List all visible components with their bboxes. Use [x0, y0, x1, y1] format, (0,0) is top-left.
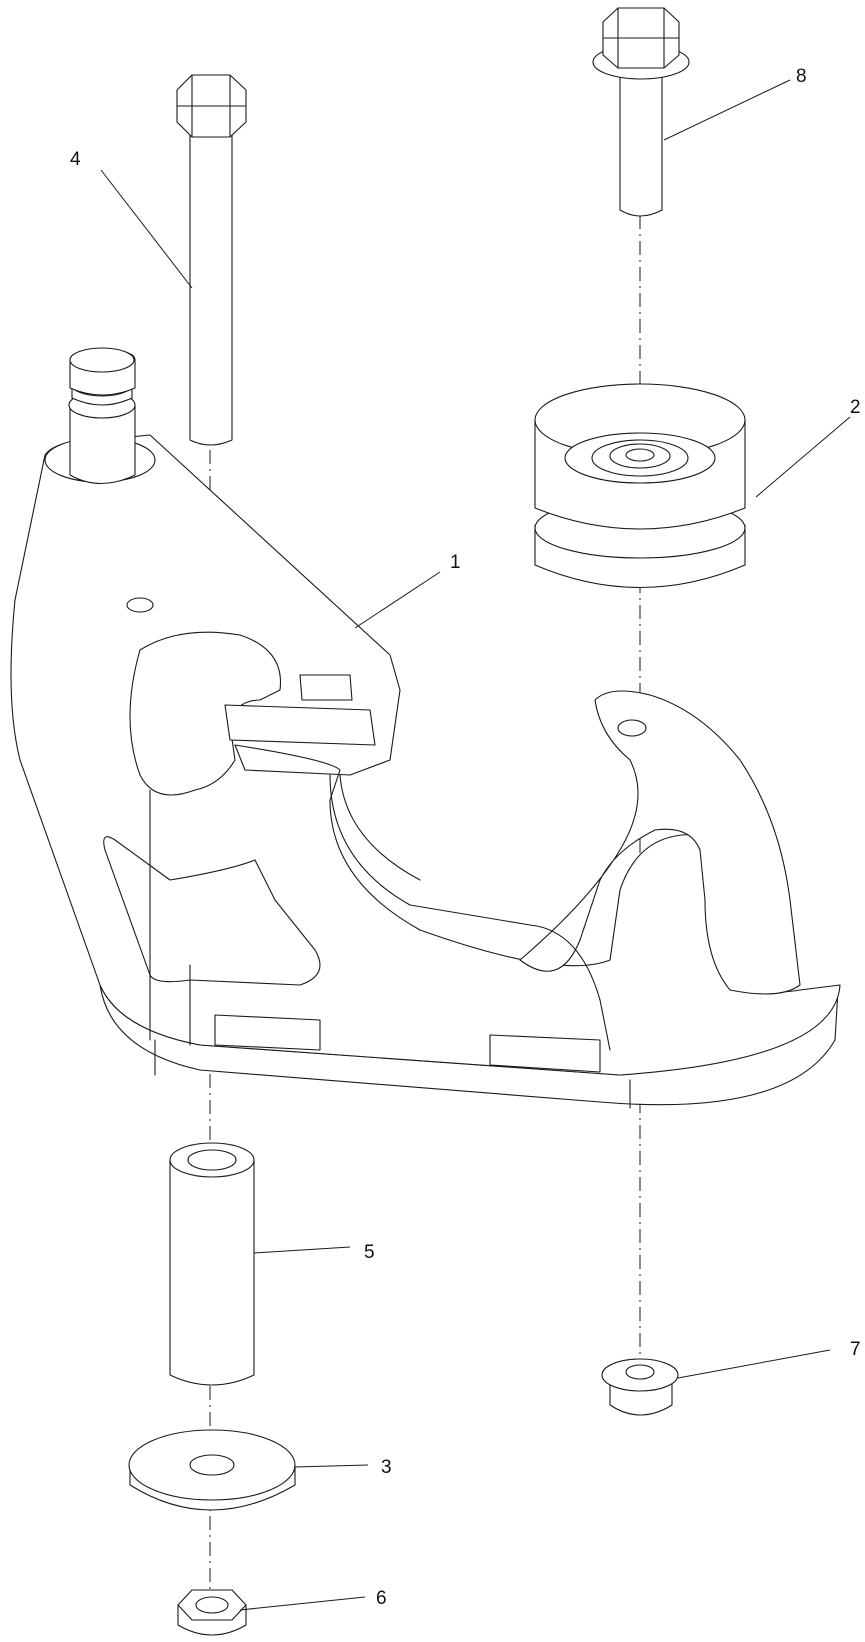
flange-nut-right: [601, 1358, 679, 1416]
callout-6: 6: [376, 1588, 387, 1609]
callout-8: 8: [796, 66, 807, 87]
leader-1: [354, 571, 441, 629]
callout-1: 1: [450, 552, 461, 573]
flat-washer: [128, 1429, 296, 1511]
leader-8: [663, 79, 791, 141]
leader-5: [253, 1246, 351, 1254]
leader-2: [755, 416, 851, 498]
callout-3: 3: [381, 1457, 392, 1478]
idler-pulley: [534, 383, 746, 588]
leader-3: [294, 1464, 369, 1468]
leader-4: [100, 169, 193, 289]
hex-nut-left: [177, 1589, 247, 1636]
callout-5: 5: [364, 1242, 375, 1263]
leader-7: [677, 1349, 831, 1379]
long-bolt: [176, 74, 247, 446]
callout-7: 7: [850, 1339, 861, 1360]
idler-arm-bracket: [10, 347, 841, 1109]
flange-bolt: [592, 7, 690, 217]
leader-6: [239, 1596, 366, 1611]
callout-4: 4: [70, 149, 81, 170]
spacer-tube: [169, 1142, 255, 1386]
callout-2: 2: [850, 397, 861, 418]
